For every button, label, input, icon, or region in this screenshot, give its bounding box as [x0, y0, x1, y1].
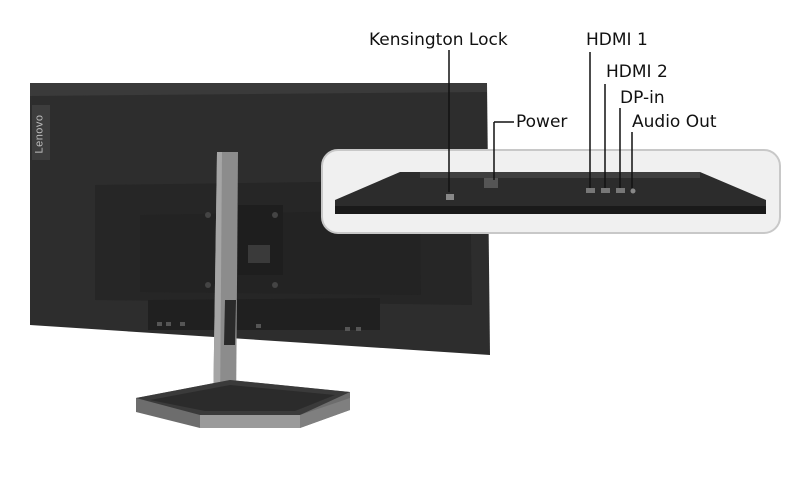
- hdmi-port-icon: [586, 188, 595, 193]
- label-hdmi-2: HDMI 2: [606, 62, 668, 82]
- kensington-slot-icon: [446, 194, 454, 200]
- label-hdmi-1: HDMI 1: [586, 30, 648, 50]
- label-dp-in: DP-in: [620, 88, 665, 108]
- audio-jack-icon: [630, 188, 636, 194]
- displayport-icon: [616, 188, 625, 193]
- label-audio-out: Audio Out: [632, 112, 717, 132]
- power-port-icon: [484, 178, 498, 188]
- label-power: Power: [516, 112, 568, 132]
- label-kensington-lock: Kensington Lock: [369, 30, 508, 50]
- hdmi-port-icon: [601, 188, 610, 193]
- lenovo-logo: Lenovo: [30, 108, 50, 160]
- logo-text: Lenovo: [34, 114, 46, 154]
- leader-lines: [448, 50, 633, 192]
- monitor-stand: [136, 152, 350, 428]
- zoom-callout: [321, 149, 781, 234]
